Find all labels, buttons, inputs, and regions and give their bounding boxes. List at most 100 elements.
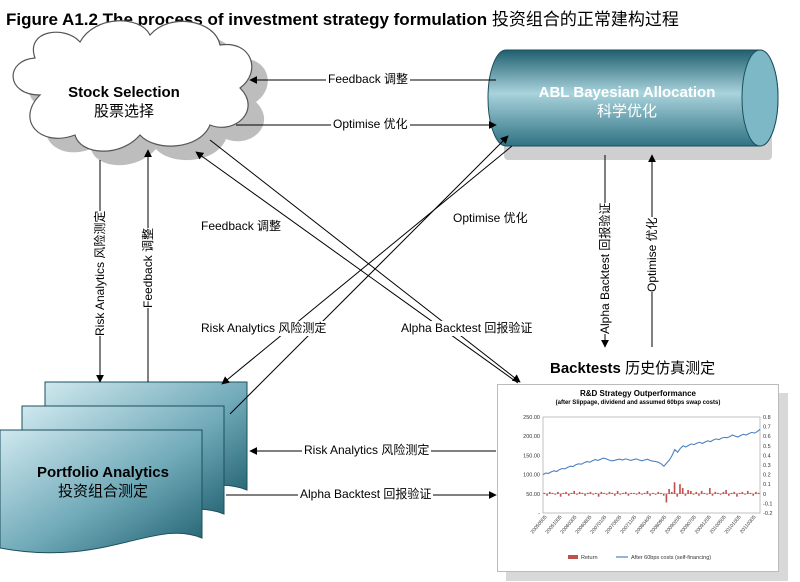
- arrow-alpha-diag: [209, 139, 521, 383]
- right-tick-label: 0.8: [763, 415, 771, 421]
- return-bar: [649, 493, 651, 496]
- title-cn: 投资组合的正常建构过程: [491, 10, 679, 29]
- label-alpha-diag: Alpha Backtest 回报验证: [399, 321, 535, 336]
- arrow-feedback-diag: [195, 151, 519, 384]
- backtest-chart-panel: R&D Strategy Outperformance (after Slipp…: [497, 384, 779, 572]
- return-bar: [668, 489, 670, 494]
- return-bar: [662, 493, 665, 496]
- return-bar: [757, 492, 760, 494]
- return-bar: [652, 492, 654, 494]
- return-bar: [627, 493, 630, 496]
- label-feedback-diag: Feedback 调整: [199, 219, 284, 234]
- return-bar: [573, 490, 576, 494]
- label-optimise-diag: Optimise 优化: [451, 211, 530, 226]
- return-bar: [698, 493, 700, 496]
- return-bar: [646, 490, 649, 494]
- return-bar: [581, 492, 584, 494]
- return-bar: [657, 491, 660, 494]
- right-tick-label: -0.1: [763, 501, 772, 507]
- return-bar: [603, 492, 605, 494]
- return-bar: [605, 493, 608, 495]
- label-risk-bottom: Risk Analytics 风险测定: [302, 443, 432, 458]
- return-bar: [752, 493, 755, 496]
- legend-line-label: After 60bps costs (self-financing): [631, 555, 711, 561]
- x-tick-label: 20110305: [739, 514, 758, 535]
- return-bar: [586, 492, 589, 494]
- abl-cylinder: [487, 49, 779, 160]
- return-bar: [565, 491, 567, 494]
- return-bar: [614, 493, 616, 496]
- legend-return-swatch: [568, 555, 578, 559]
- portfolio-documents: [0, 381, 248, 554]
- return-bar: [706, 493, 708, 495]
- backtests-label: Backtests 历史仿真测定: [550, 357, 715, 378]
- return-bar: [749, 492, 752, 494]
- abl-label: ABL Bayesian Allocation 科学优化: [522, 84, 732, 122]
- return-bar: [608, 491, 611, 494]
- label-feedback-top: Feedback 调整: [326, 72, 411, 87]
- right-tick-label: 0.1: [763, 482, 771, 488]
- arrow-optimise-diag: [229, 135, 509, 415]
- label-alpha-bottom: Alpha Backtest 回报验证: [298, 487, 434, 502]
- stock-selection-label: Stock Selection 股票选择: [54, 84, 194, 122]
- cloud-body: [12, 20, 253, 152]
- return-bar: [633, 492, 635, 494]
- label-risk-left: Risk Analytics 风险测定: [93, 210, 108, 336]
- return-bar: [733, 491, 736, 494]
- return-bar: [638, 491, 641, 494]
- return-bar: [546, 493, 548, 496]
- left-tick-label: 250.00: [523, 415, 540, 421]
- return-bar: [679, 484, 681, 494]
- return-bar: [687, 489, 689, 494]
- label-feedback-left: Feedback 调整: [141, 227, 156, 308]
- right-tick-label: 0.2: [763, 473, 771, 479]
- right-tick-label: 0.7: [763, 425, 771, 431]
- backtests-en: Backtests: [550, 360, 621, 377]
- return-bar: [700, 490, 703, 494]
- return-bar: [630, 492, 632, 494]
- return-bar: [624, 491, 627, 494]
- portfolio-label: Portfolio Analytics 投资组合测定: [18, 464, 188, 502]
- return-bar: [717, 492, 719, 494]
- return-bar: [551, 492, 554, 494]
- left-tick-label: 50.00: [526, 492, 540, 498]
- chart-title: R&D Strategy Outperformance: [579, 389, 697, 398]
- right-tick-label: 0: [763, 492, 766, 498]
- return-bar: [660, 492, 662, 494]
- return-bar: [592, 493, 594, 495]
- stock-selection-en: Stock Selection: [68, 84, 180, 101]
- return-bar: [622, 492, 624, 494]
- return-bar: [709, 488, 711, 494]
- chart-plot-area: [542, 416, 761, 514]
- stock-selection-zh: 股票选择: [93, 102, 154, 120]
- return-bar: [676, 493, 679, 497]
- right-tick-label: -0.2: [763, 511, 772, 517]
- return-bar: [635, 493, 638, 495]
- return-bar: [703, 492, 706, 494]
- stock-selection-cloud: [12, 20, 268, 166]
- return-bar: [746, 490, 749, 494]
- return-bar: [738, 492, 741, 494]
- portfolio-zh: 投资组合测定: [57, 482, 148, 500]
- return-bar: [578, 491, 581, 494]
- return-bar: [548, 491, 551, 494]
- return-bar: [589, 491, 592, 494]
- chart-subtitle: (after Slippage, dividend and assumed 60…: [555, 400, 721, 406]
- return-bar: [557, 491, 559, 494]
- return-bar: [611, 492, 613, 494]
- return-bar: [576, 493, 578, 495]
- return-bar: [695, 491, 698, 494]
- right-tick-label: 0.5: [763, 444, 771, 450]
- label-alpha-right: Alpha Backtest 回报验证: [598, 202, 613, 334]
- left-tick-label: -: [538, 511, 540, 517]
- return-bar: [570, 492, 573, 494]
- return-bar: [543, 492, 546, 494]
- return-bar: [643, 492, 646, 494]
- label-optimise-right: Optimise 优化: [645, 217, 660, 292]
- label-risk-diag: Risk Analytics 风险测定: [199, 321, 329, 336]
- return-bar: [684, 493, 687, 496]
- return-bar: [719, 493, 722, 495]
- return-bar: [725, 489, 727, 494]
- return-bar: [665, 493, 668, 503]
